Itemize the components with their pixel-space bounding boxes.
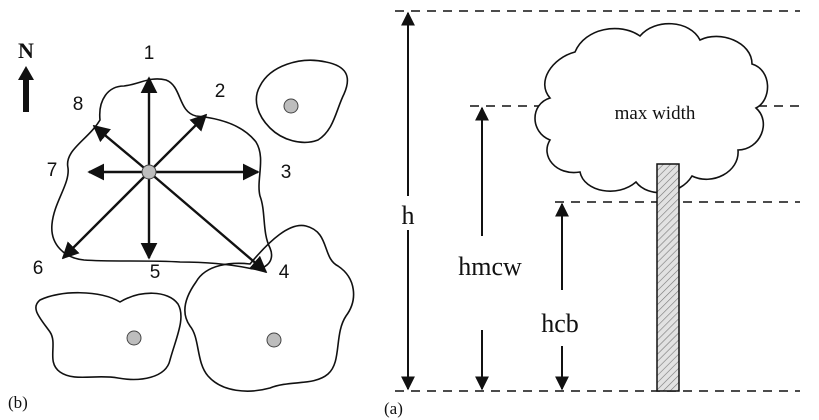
hmcw-label: hmcw xyxy=(458,252,522,281)
direction-label-1: 1 xyxy=(144,43,155,64)
panel-b-label: (b) xyxy=(8,393,28,412)
direction-label-2: 2 xyxy=(215,81,226,102)
direction-label-3: 3 xyxy=(281,162,292,183)
direction-arrow-2 xyxy=(148,113,208,173)
lower-left-crown-center xyxy=(126,330,142,346)
hcb-label: hcb xyxy=(541,309,579,338)
small-crown-center xyxy=(283,98,299,114)
lower-right-crown-center xyxy=(266,332,282,348)
lower-left-crown-outline xyxy=(35,291,182,381)
tree-trunk xyxy=(656,163,680,392)
panel-a-label: (a) xyxy=(384,399,403,418)
lower-right-crown-outline xyxy=(184,224,355,392)
main-crown-outline xyxy=(51,78,273,270)
direction-arrow-4 xyxy=(148,171,268,274)
north-label: N xyxy=(18,38,34,63)
h-label: h xyxy=(402,201,415,230)
direction-label-7: 7 xyxy=(47,160,58,181)
tree-crown-cloud xyxy=(534,22,769,194)
panel-b: N 1 2 3 4 5 xyxy=(8,38,355,412)
small-crown-outline xyxy=(255,59,349,144)
direction-label-4: 4 xyxy=(279,262,290,283)
max-width-label: max width xyxy=(615,103,696,124)
direction-label-8: 8 xyxy=(73,94,84,115)
direction-arrow-6 xyxy=(61,171,150,260)
direction-label-5: 5 xyxy=(150,262,161,283)
main-crown-center xyxy=(141,164,157,180)
direction-arrow-8 xyxy=(92,124,150,173)
panel-a: h hmcw hcb max width (a) xyxy=(384,10,800,418)
direction-label-6: 6 xyxy=(33,258,44,279)
north-arrow-icon xyxy=(18,66,34,112)
